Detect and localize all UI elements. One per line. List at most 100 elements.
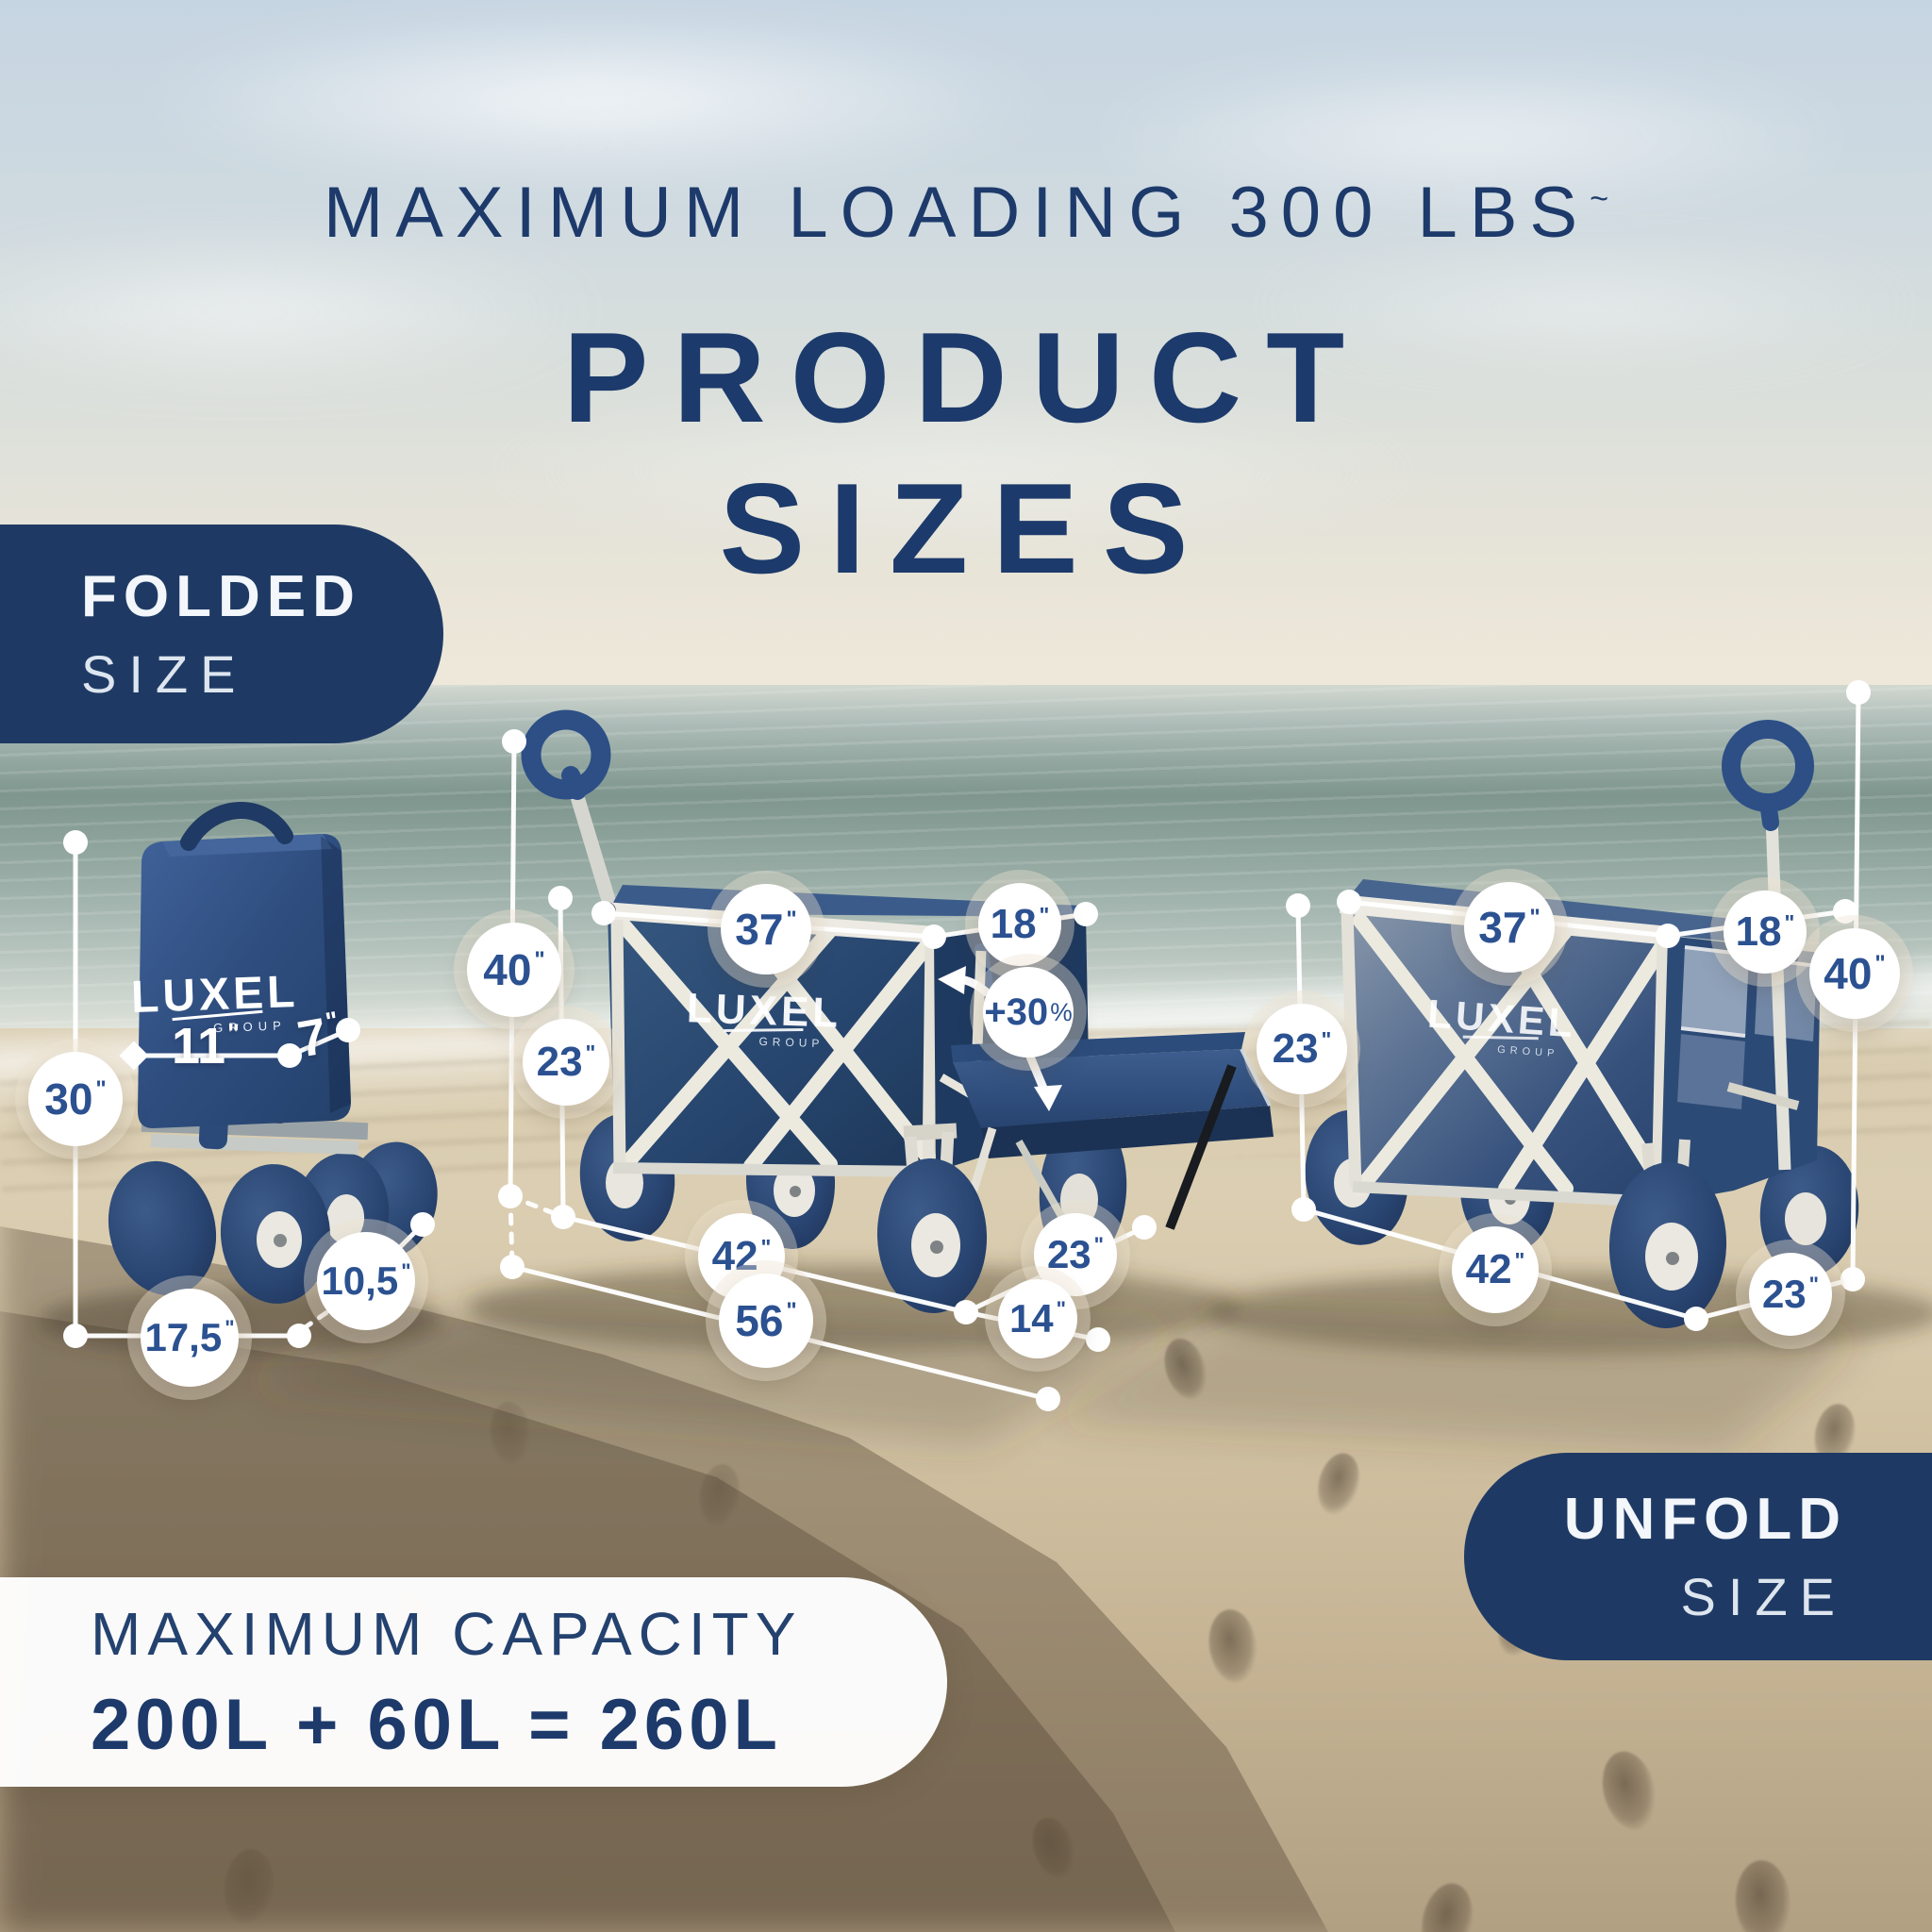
measure-unit: " xyxy=(225,1316,235,1340)
measure-circle-mid-bed-length: 37" xyxy=(721,884,811,974)
measure-value: 17,5 xyxy=(144,1315,223,1359)
measure-value: 23 xyxy=(1761,1272,1807,1316)
measure-circle-right-wheelbase: 42" xyxy=(1452,1226,1539,1313)
measure-value: 11 xyxy=(172,1018,226,1074)
wagon-folded-illustration: LUXEL GROUP xyxy=(108,802,438,1304)
arrow-down-head xyxy=(1034,1085,1062,1111)
brand-subname: GROUP xyxy=(213,1018,287,1035)
measure-circle-mid-bed-width: 18" xyxy=(978,883,1061,966)
brand-logo-folded: LUXEL GROUP xyxy=(130,967,299,1035)
measure-unit: " xyxy=(786,1298,797,1324)
measure-circle-mid-bed-height: 23" xyxy=(523,1019,609,1106)
wheel xyxy=(108,1160,217,1296)
measure-value: 42 xyxy=(1465,1246,1512,1292)
measure-unit: " xyxy=(1529,905,1541,930)
measure-unit: " xyxy=(401,1259,411,1283)
cloud xyxy=(1085,66,1858,208)
page-title-line1: PRODUCT xyxy=(562,306,1370,449)
cloud xyxy=(0,236,604,387)
measure-unit: " xyxy=(227,1019,240,1047)
measure-unit: " xyxy=(95,1076,107,1102)
measure-unit: " xyxy=(585,1040,596,1065)
brand-name: LUXEL xyxy=(686,985,842,1037)
measure-value: 10,5 xyxy=(321,1258,399,1303)
bag-strap xyxy=(180,802,293,851)
handle-pole xyxy=(568,783,619,917)
measure-value: 40 xyxy=(1824,949,1873,998)
measure-unit: " xyxy=(534,947,545,973)
measure-unit: " xyxy=(1514,1247,1525,1273)
measure-unit: " xyxy=(1056,1297,1067,1321)
measure-value: 42 xyxy=(711,1233,758,1279)
measure-unit: % xyxy=(1050,997,1073,1026)
measure-value: 23 xyxy=(1272,1025,1319,1072)
measure-circle-mid-extra-capacity: +30% xyxy=(983,967,1074,1058)
measure-circle-mid-total-length: 56" xyxy=(719,1274,813,1368)
badge-title: FOLDED xyxy=(81,564,361,629)
measure-circle-right-bed-length: 37" xyxy=(1464,882,1555,973)
measure-value: 56 xyxy=(735,1296,784,1345)
measure-unit: " xyxy=(1039,902,1050,927)
measure-unit: " xyxy=(1093,1233,1105,1257)
brand-logo-middle: LUXEL GROUP xyxy=(686,985,842,1050)
measure-unit: " xyxy=(760,1234,772,1259)
handle-loop xyxy=(521,709,611,800)
measure-value: 37 xyxy=(1478,903,1527,952)
brand-logo-right: LUXEL GROUP xyxy=(1426,991,1578,1060)
measure-value: +30 xyxy=(984,991,1049,1033)
handle-pole xyxy=(1765,816,1791,1171)
brand-subname: GROUP xyxy=(758,1035,824,1050)
side-pocket xyxy=(1677,1034,1745,1109)
max-loading-tagline: MAXIMUM LOADING 300 LBS~ xyxy=(0,172,1932,254)
side-pocket xyxy=(1681,947,1749,1036)
brand-name: LUXEL xyxy=(130,967,299,1023)
measure-circle-right-track: 23" xyxy=(1749,1253,1832,1336)
badge-subtitle: SIZE xyxy=(81,644,248,704)
measure-circle-right-bed-height: 23" xyxy=(1257,1004,1347,1094)
measure-unit: " xyxy=(786,907,797,932)
measure-unit: " xyxy=(1321,1026,1332,1052)
handle-loop xyxy=(1722,720,1814,812)
wagon-middle-illustration: LUXEL GROUP xyxy=(521,709,1274,1313)
tailgate-strap xyxy=(1165,1064,1237,1230)
measure-value: 18 xyxy=(1735,908,1782,955)
tagline-mark: ~ xyxy=(1590,180,1609,217)
measure-label-folded-width: 11" xyxy=(172,1017,240,1075)
badge-subtitle: SIZE xyxy=(1680,1567,1847,1626)
wagon-side-panel xyxy=(608,911,934,1172)
measure-circle-right-handle-height: 40" xyxy=(1809,928,1900,1019)
measure-value: 14 xyxy=(1008,1296,1054,1341)
measure-unit: " xyxy=(1808,1273,1820,1296)
tagline-text: MAXIMUM LOADING 300 LBS xyxy=(323,173,1591,253)
measure-circle-folded-height: 30" xyxy=(28,1052,123,1146)
capacity-title: MAXIMUM CAPACITY xyxy=(91,1599,803,1668)
measure-value: 18 xyxy=(990,901,1037,947)
wagon-side-panel xyxy=(1343,904,1668,1204)
measure-unit: " xyxy=(1784,909,1795,935)
x-frame xyxy=(1353,913,1672,1196)
measure-value: 23 xyxy=(1046,1232,1091,1276)
measure-circle-mid-track: 23" xyxy=(1034,1213,1117,1296)
cloud xyxy=(132,19,1057,179)
measure-circle-mid-tailgate: 14" xyxy=(998,1279,1077,1358)
folded-size-badge: FOLDED SIZE xyxy=(0,525,443,743)
cloud xyxy=(453,406,1453,538)
maximum-capacity-panel: MAXIMUM CAPACITY 200L + 60L = 260L xyxy=(0,1577,947,1787)
unfold-size-badge: UNFOLD SIZE xyxy=(1464,1453,1932,1660)
capacity-formula: 200L + 60L = 260L xyxy=(91,1684,782,1765)
brand-subname: GROUP xyxy=(1497,1044,1559,1060)
measure-value: 23 xyxy=(536,1039,583,1085)
arrow-left-head xyxy=(938,966,966,994)
measure-value: 40 xyxy=(483,945,532,994)
measure-value: 37 xyxy=(735,905,784,954)
measure-circle-folded-base: 17,5" xyxy=(141,1289,239,1387)
page-title-line2: SIZES xyxy=(719,457,1213,600)
badge-title: UNFOLD xyxy=(1563,1487,1847,1552)
wagon-unfolded-illustration: LUXEL GROUP xyxy=(1305,720,1859,1328)
measure-value: 30 xyxy=(44,1074,93,1124)
side-pocket xyxy=(1755,958,1817,1041)
measure-line-dashed xyxy=(301,1305,337,1331)
measure-unit: " xyxy=(1874,951,1886,976)
